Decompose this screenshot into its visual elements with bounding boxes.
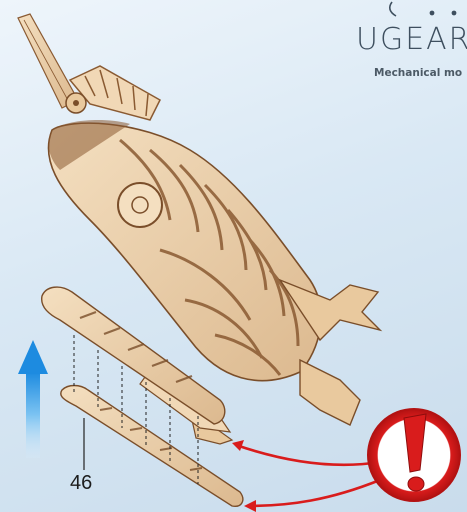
warning-pointers: [236, 445, 380, 506]
up-arrow-icon: [18, 340, 48, 458]
exclamation-warning-icon: [368, 409, 460, 501]
part-number-label: 46: [70, 472, 92, 495]
ship-bowsprit: [18, 14, 78, 108]
ship-railing: [70, 66, 160, 120]
